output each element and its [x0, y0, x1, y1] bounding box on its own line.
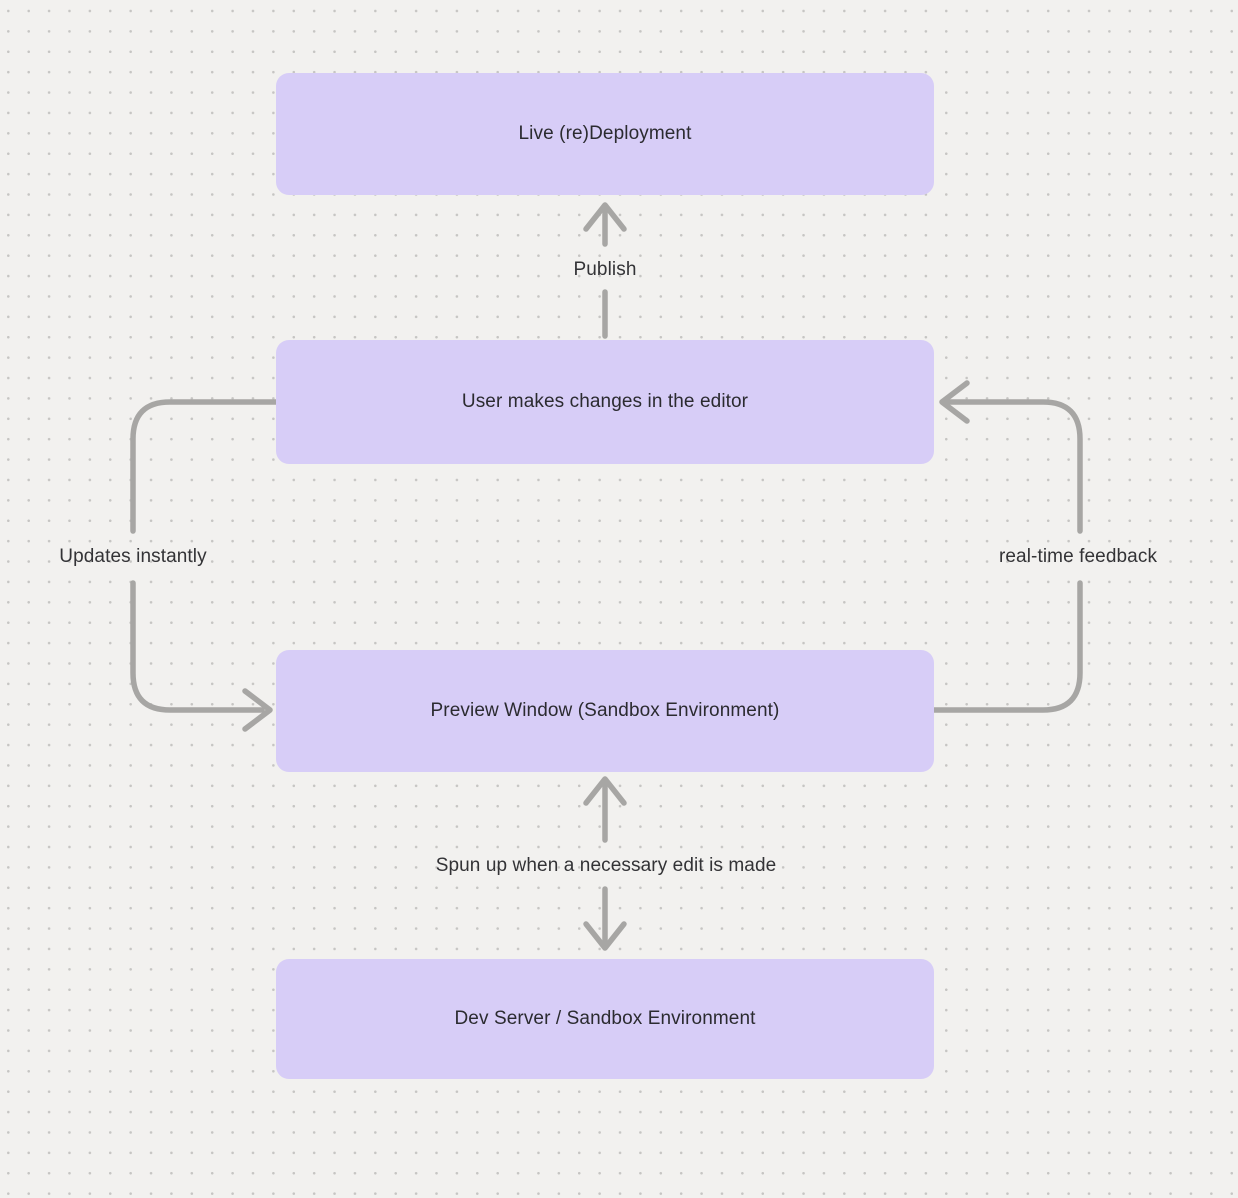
node-label: User makes changes in the editor — [461, 391, 749, 412]
node-preview-window[interactable]: Preview Window (Sandbox Environment) — [276, 650, 934, 772]
node-user-makes-changes[interactable]: User makes changes in the editor — [276, 340, 934, 464]
edge-feedback-line-bottom — [931, 580, 1083, 713]
edge-updates-line-bottom — [130, 580, 265, 713]
edge-label-publish: Publish — [573, 259, 637, 280]
edge-label-spun-up: Spun up when a necessary edit is made — [435, 855, 777, 876]
node-live-redeployment[interactable]: Live (re)Deployment — [276, 73, 934, 195]
arrowhead-up-icon — [583, 776, 627, 806]
edge-label-updates-instantly: Updates instantly — [59, 546, 207, 567]
arrowhead-left-icon — [939, 380, 970, 424]
node-label: Live (re)Deployment — [518, 123, 692, 144]
node-dev-server[interactable]: Dev Server / Sandbox Environment — [276, 959, 934, 1079]
arrowhead-up-icon — [583, 202, 627, 232]
edge-label-realtime-feedback: real-time feedback — [998, 546, 1158, 567]
node-label: Dev Server / Sandbox Environment — [454, 1008, 756, 1029]
node-label: Preview Window (Sandbox Environment) — [430, 700, 780, 721]
edge-feedback-line-top — [945, 399, 1083, 534]
edge-updates-line-top — [130, 399, 279, 534]
arrowhead-down-icon — [583, 921, 627, 951]
arrowhead-right-icon — [242, 688, 273, 732]
